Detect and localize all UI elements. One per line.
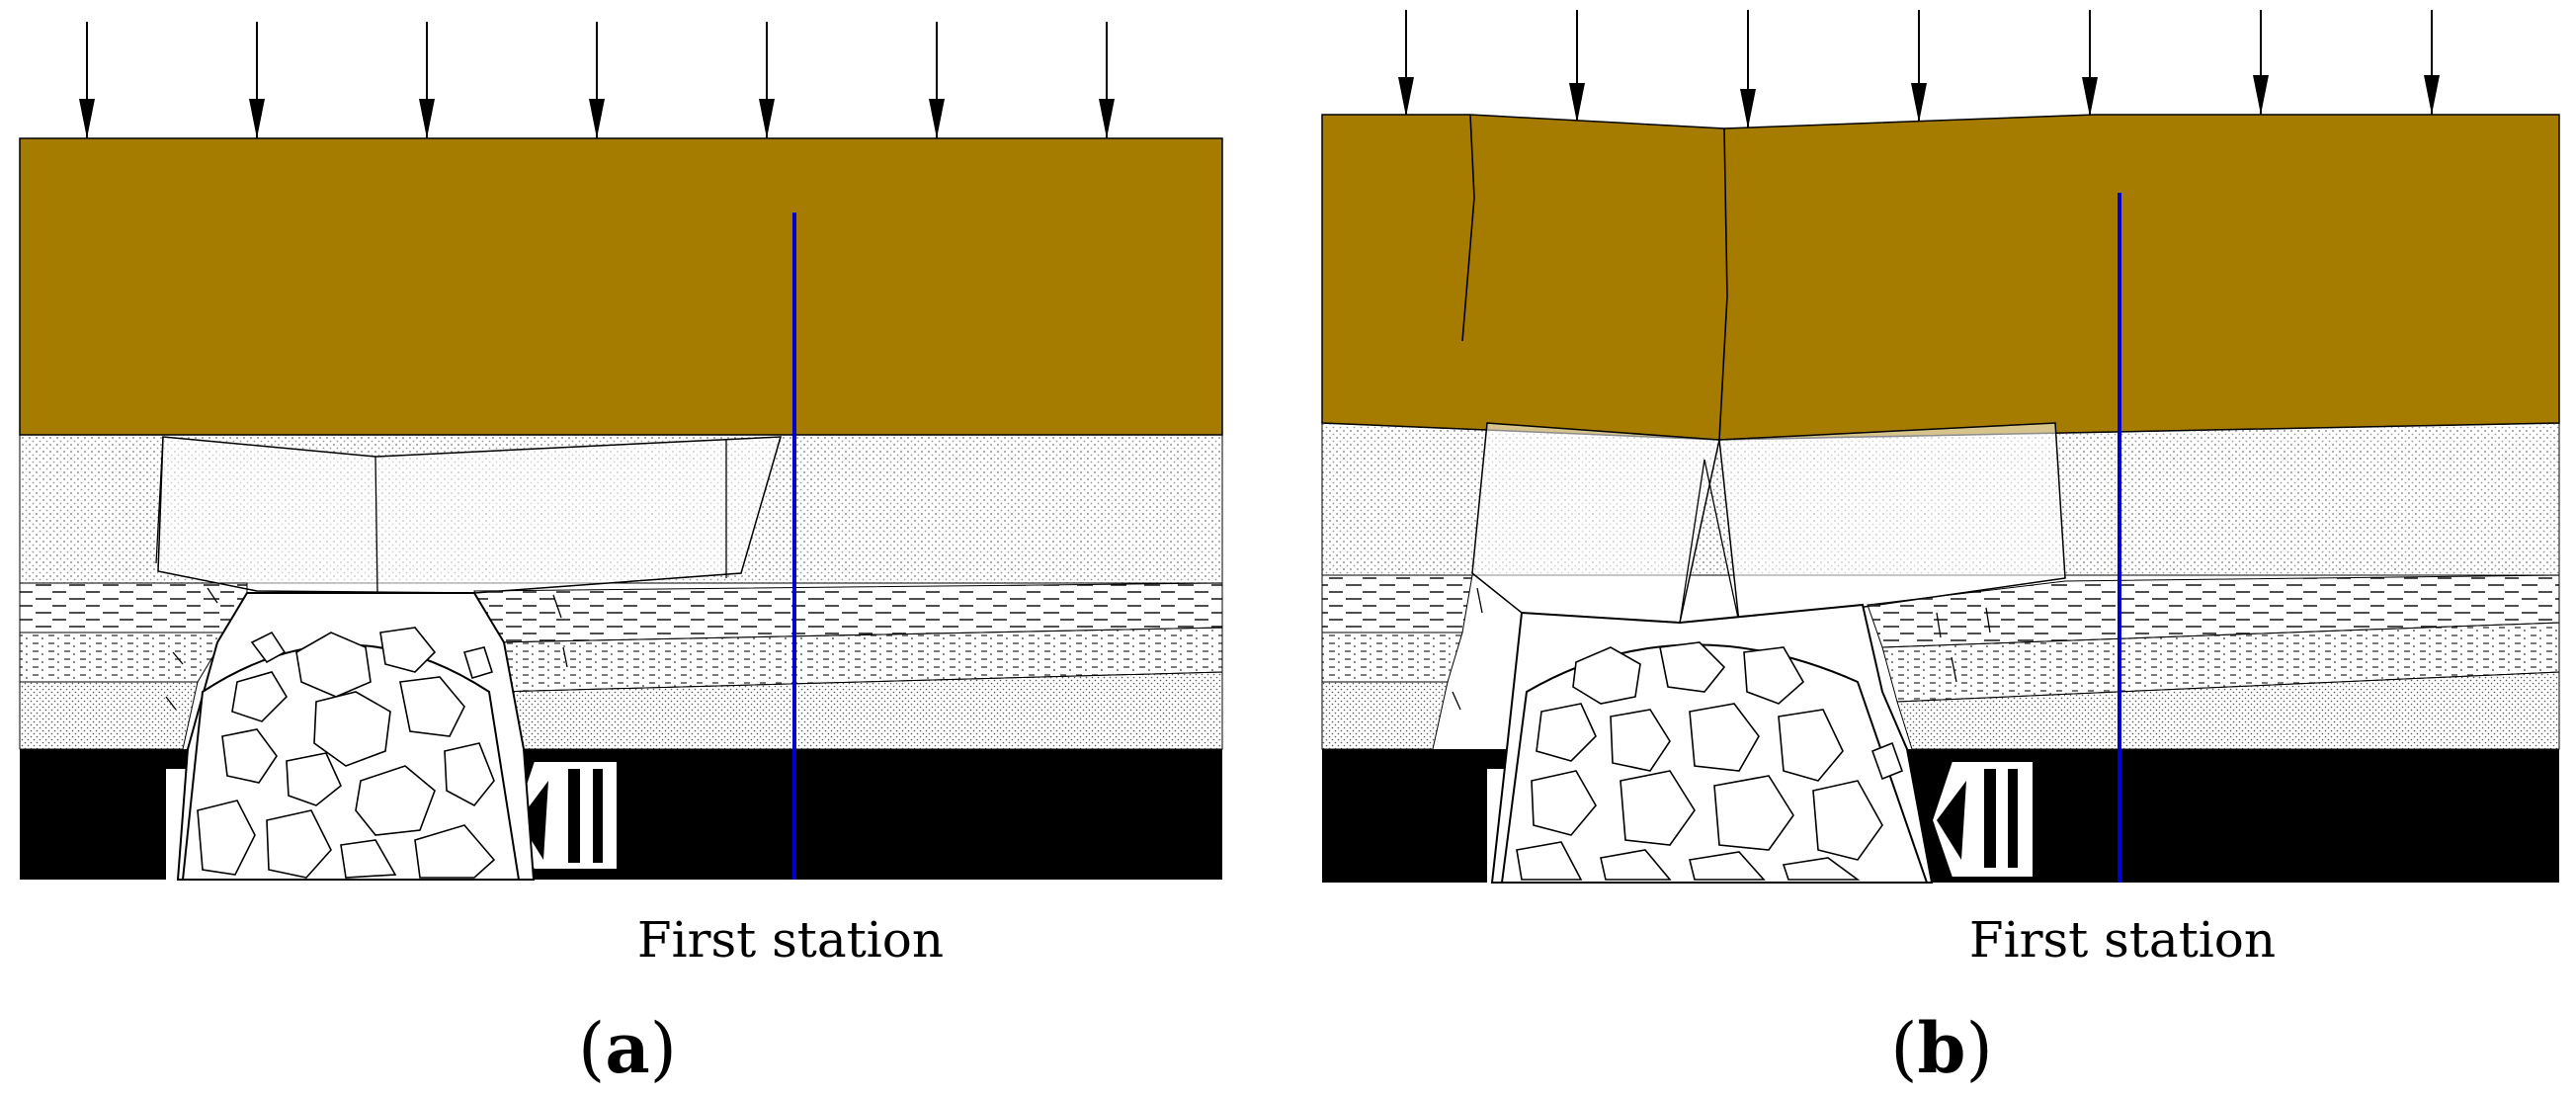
main-roof-layer	[1321, 114, 2560, 441]
main-roof-layer	[19, 137, 1223, 436]
caved-rock-fragments	[1516, 641, 1904, 881]
station-label-b: First station	[1969, 911, 2276, 969]
panel-label-a-open: (	[578, 1008, 605, 1089]
panel-label-a-letter: a	[605, 1007, 649, 1089]
panel-b	[1321, 10, 2560, 884]
hydraulic-support	[1930, 760, 2035, 879]
panel-label-b-letter: b	[1918, 1007, 1966, 1089]
panel-label-b-close: )	[1965, 1008, 1992, 1089]
panel-label-b: (b)	[1890, 1007, 1993, 1089]
mudstone-layer	[1321, 574, 1473, 633]
panel-label-a-close: )	[650, 1008, 677, 1089]
mudstone-layer	[19, 582, 248, 633]
load-arrows	[79, 22, 1115, 138]
load-arrows	[1398, 10, 2440, 128]
panel-label-a: (a)	[578, 1007, 677, 1089]
panel-a	[19, 22, 1223, 881]
caved-rock-fragments	[197, 627, 496, 879]
station-label-a: First station	[637, 911, 944, 969]
broken-block	[1471, 422, 1720, 624]
panel-label-b-open: (	[1890, 1008, 1917, 1089]
broken-block	[157, 436, 783, 594]
